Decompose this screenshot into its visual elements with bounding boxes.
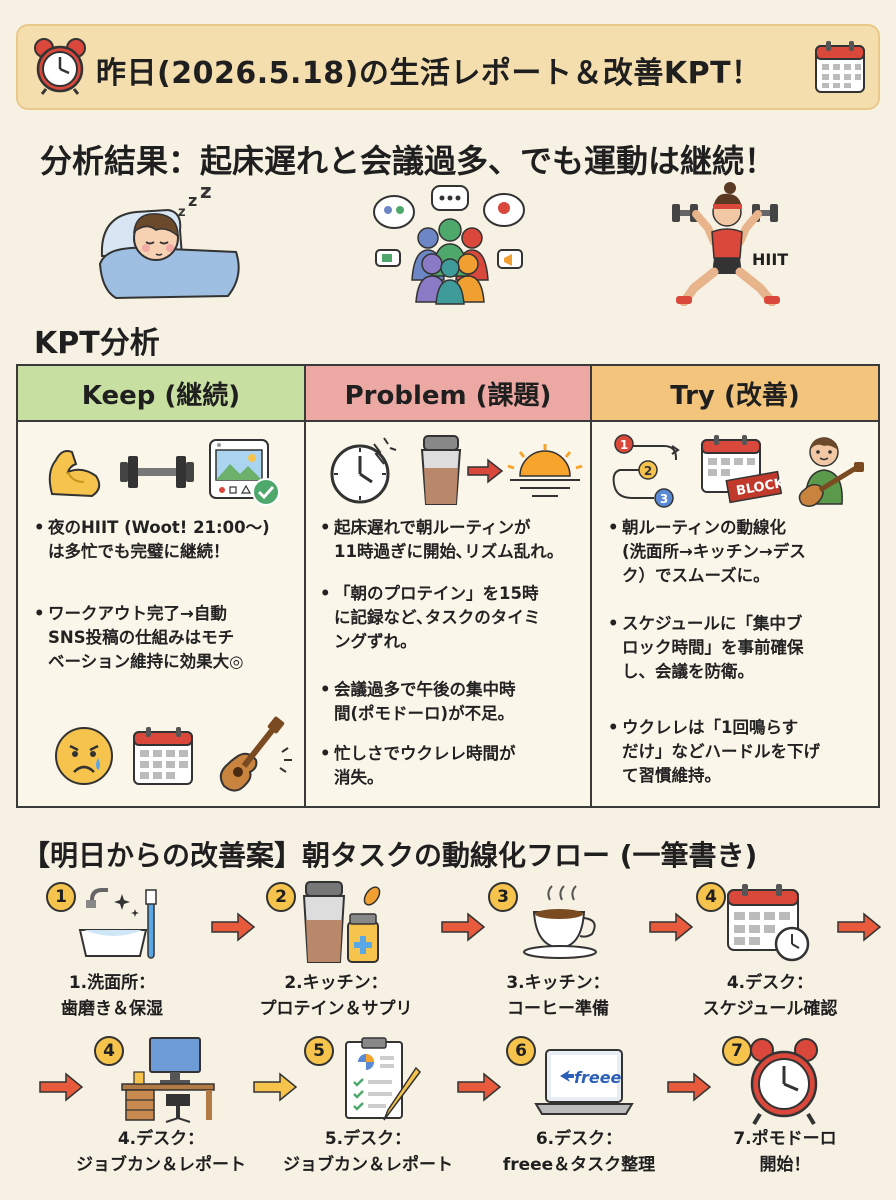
meeting-people-icon [373,185,525,305]
step-label: 1.洗面所： 歯磨き＆保湿 [61,973,163,1019]
step-number: 2 [266,882,296,912]
keep-item-2: ワークアウト完了→自動 SNS投稿の仕組みはモチ ベーション維持に効果大◎ [34,602,300,674]
step-number: 3 [488,882,518,912]
flow-arrow-icon [649,912,694,942]
step-label: 4.デスク： スケジュール確認 [702,973,838,1019]
protein-icon [302,881,381,963]
step-label: 7.ポモドーロ 開始！ [733,1129,837,1175]
clock-icon [330,437,397,504]
coffee-icon [523,885,597,959]
freee-logo-label: freee [574,1068,622,1087]
svg-text:z: z [178,205,186,220]
alarm-clock-icon [34,38,86,95]
try-item-2: スケジュールに「集中ブ ロック時間」を事前確保 し、会議を防衛。 [608,612,874,684]
step-number: 5 [304,1036,334,1066]
step-number: 1 [46,882,76,912]
keep-column: Keep (継続) 夜のHIIT (Woot! 21:00〜) は多忙でも完璧に… [18,366,306,806]
try-item-3: ウクレレは「1回鳴らす だけ」などハードルを下げ て習慣維持。 [608,716,874,788]
flow-arrow-icon [211,912,256,942]
flow-arrow-icon [39,1072,84,1102]
svg-text:z: z [200,186,212,203]
sleeping-person-icon: z z z [98,186,240,300]
problem-item-4: 忙しさでウクレレ時間が 消失。 [320,742,590,790]
try-header: Try (改善) [592,366,878,422]
keep-header: Keep (継続) [18,366,304,422]
ukulele-icon [219,716,292,792]
kpt-section-title: KPT分析 [34,326,160,361]
step-label: 6.デスク： freee＆タスク整理 [502,1129,656,1175]
svg-text:1: 1 [620,438,628,452]
laptop-icon [534,1049,634,1115]
step-label: 4.デスク： ジョブカン＆レポート [76,1129,246,1175]
arrow-right-icon [467,458,504,484]
calendar-clock-icon [727,884,810,962]
calendar-icon [133,727,193,785]
analysis-subtitle: 分析結果：起床遅れと会議過多、でも運動は継続！ [40,142,777,180]
problem-item-3: 会議過多で午後の集中時 間(ポモドーロ)が不足。 [320,678,590,726]
step-label: 3.キッチン： コーヒー準備 [506,973,610,1019]
problem-header: Problem (課題) [306,366,590,422]
desk-icon [121,1037,215,1123]
flow-title: 【明日からの改善案】朝タスクの動線化フロー (一筆書き) [22,839,758,872]
svg-text:2: 2 [644,464,652,478]
svg-text:z: z [188,191,197,210]
step-number: 4 [696,882,726,912]
report-icon [345,1037,421,1121]
step-number: 4 [94,1036,124,1066]
route-steps-icon: 1 2 3 [612,434,680,508]
problem-item-1: 起床遅れで朝ルーティンが 11時過ぎに開始､リズム乱れ。 [320,516,590,564]
page-title: 昨日(2026.5.18)の生活レポート＆改善KPT！ [96,56,762,91]
flow-arrow-icon [441,912,486,942]
hiit-label: HIIT [752,250,789,269]
flow-arrow-icon [667,1072,712,1102]
protein-shaker-icon [420,435,462,505]
step-number: 6 [506,1036,536,1066]
sunrise-icon [507,444,583,497]
flow-arrow-icon [253,1072,298,1102]
flow-arrow-icon [457,1072,502,1102]
step-label: 5.デスク： ジョブカン＆レポート [283,1129,453,1175]
try-column: Try (改善) 1 2 3 BLOCK [592,366,878,806]
title-banner [16,24,880,110]
ukulele-player-icon [798,437,864,507]
alarm-clock-icon [750,1038,818,1126]
sink-icon [78,888,157,959]
keep-item-1: 夜のHIIT (Woot! 21:00〜) は多忙でも完璧に継続！ [34,516,300,564]
social-post-icon [209,439,280,506]
flow-arrow-icon [837,912,882,942]
hiit-workout-icon [672,182,780,306]
dumbbell-icon [120,456,194,488]
calendar-block-icon [701,435,782,504]
step-number: 7 [722,1036,752,1066]
kpt-table: Keep (継続) 夜のHIIT (Woot! 21:00〜) は多忙でも完璧に… [16,364,880,808]
step-label: 2.キッチン： プロテイン＆サプリ [259,973,413,1019]
flexed-bicep-icon [48,450,101,498]
svg-text:3: 3 [660,492,668,506]
calendar-icon [815,41,865,93]
try-item-1: 朝ルーティンの動線化 (洗面所→キッチン→デス ク）でスムーズに。 [608,516,874,588]
problem-column: Problem (課題) 起床遅れで朝ルーティンが 11時過ぎに開始､リズム乱れ… [306,366,592,806]
sad-face-icon [55,727,113,785]
problem-item-2: 「朝のプロテイン」を15時 に記録など､タスクのタイミ ングずれ。 [320,582,590,654]
